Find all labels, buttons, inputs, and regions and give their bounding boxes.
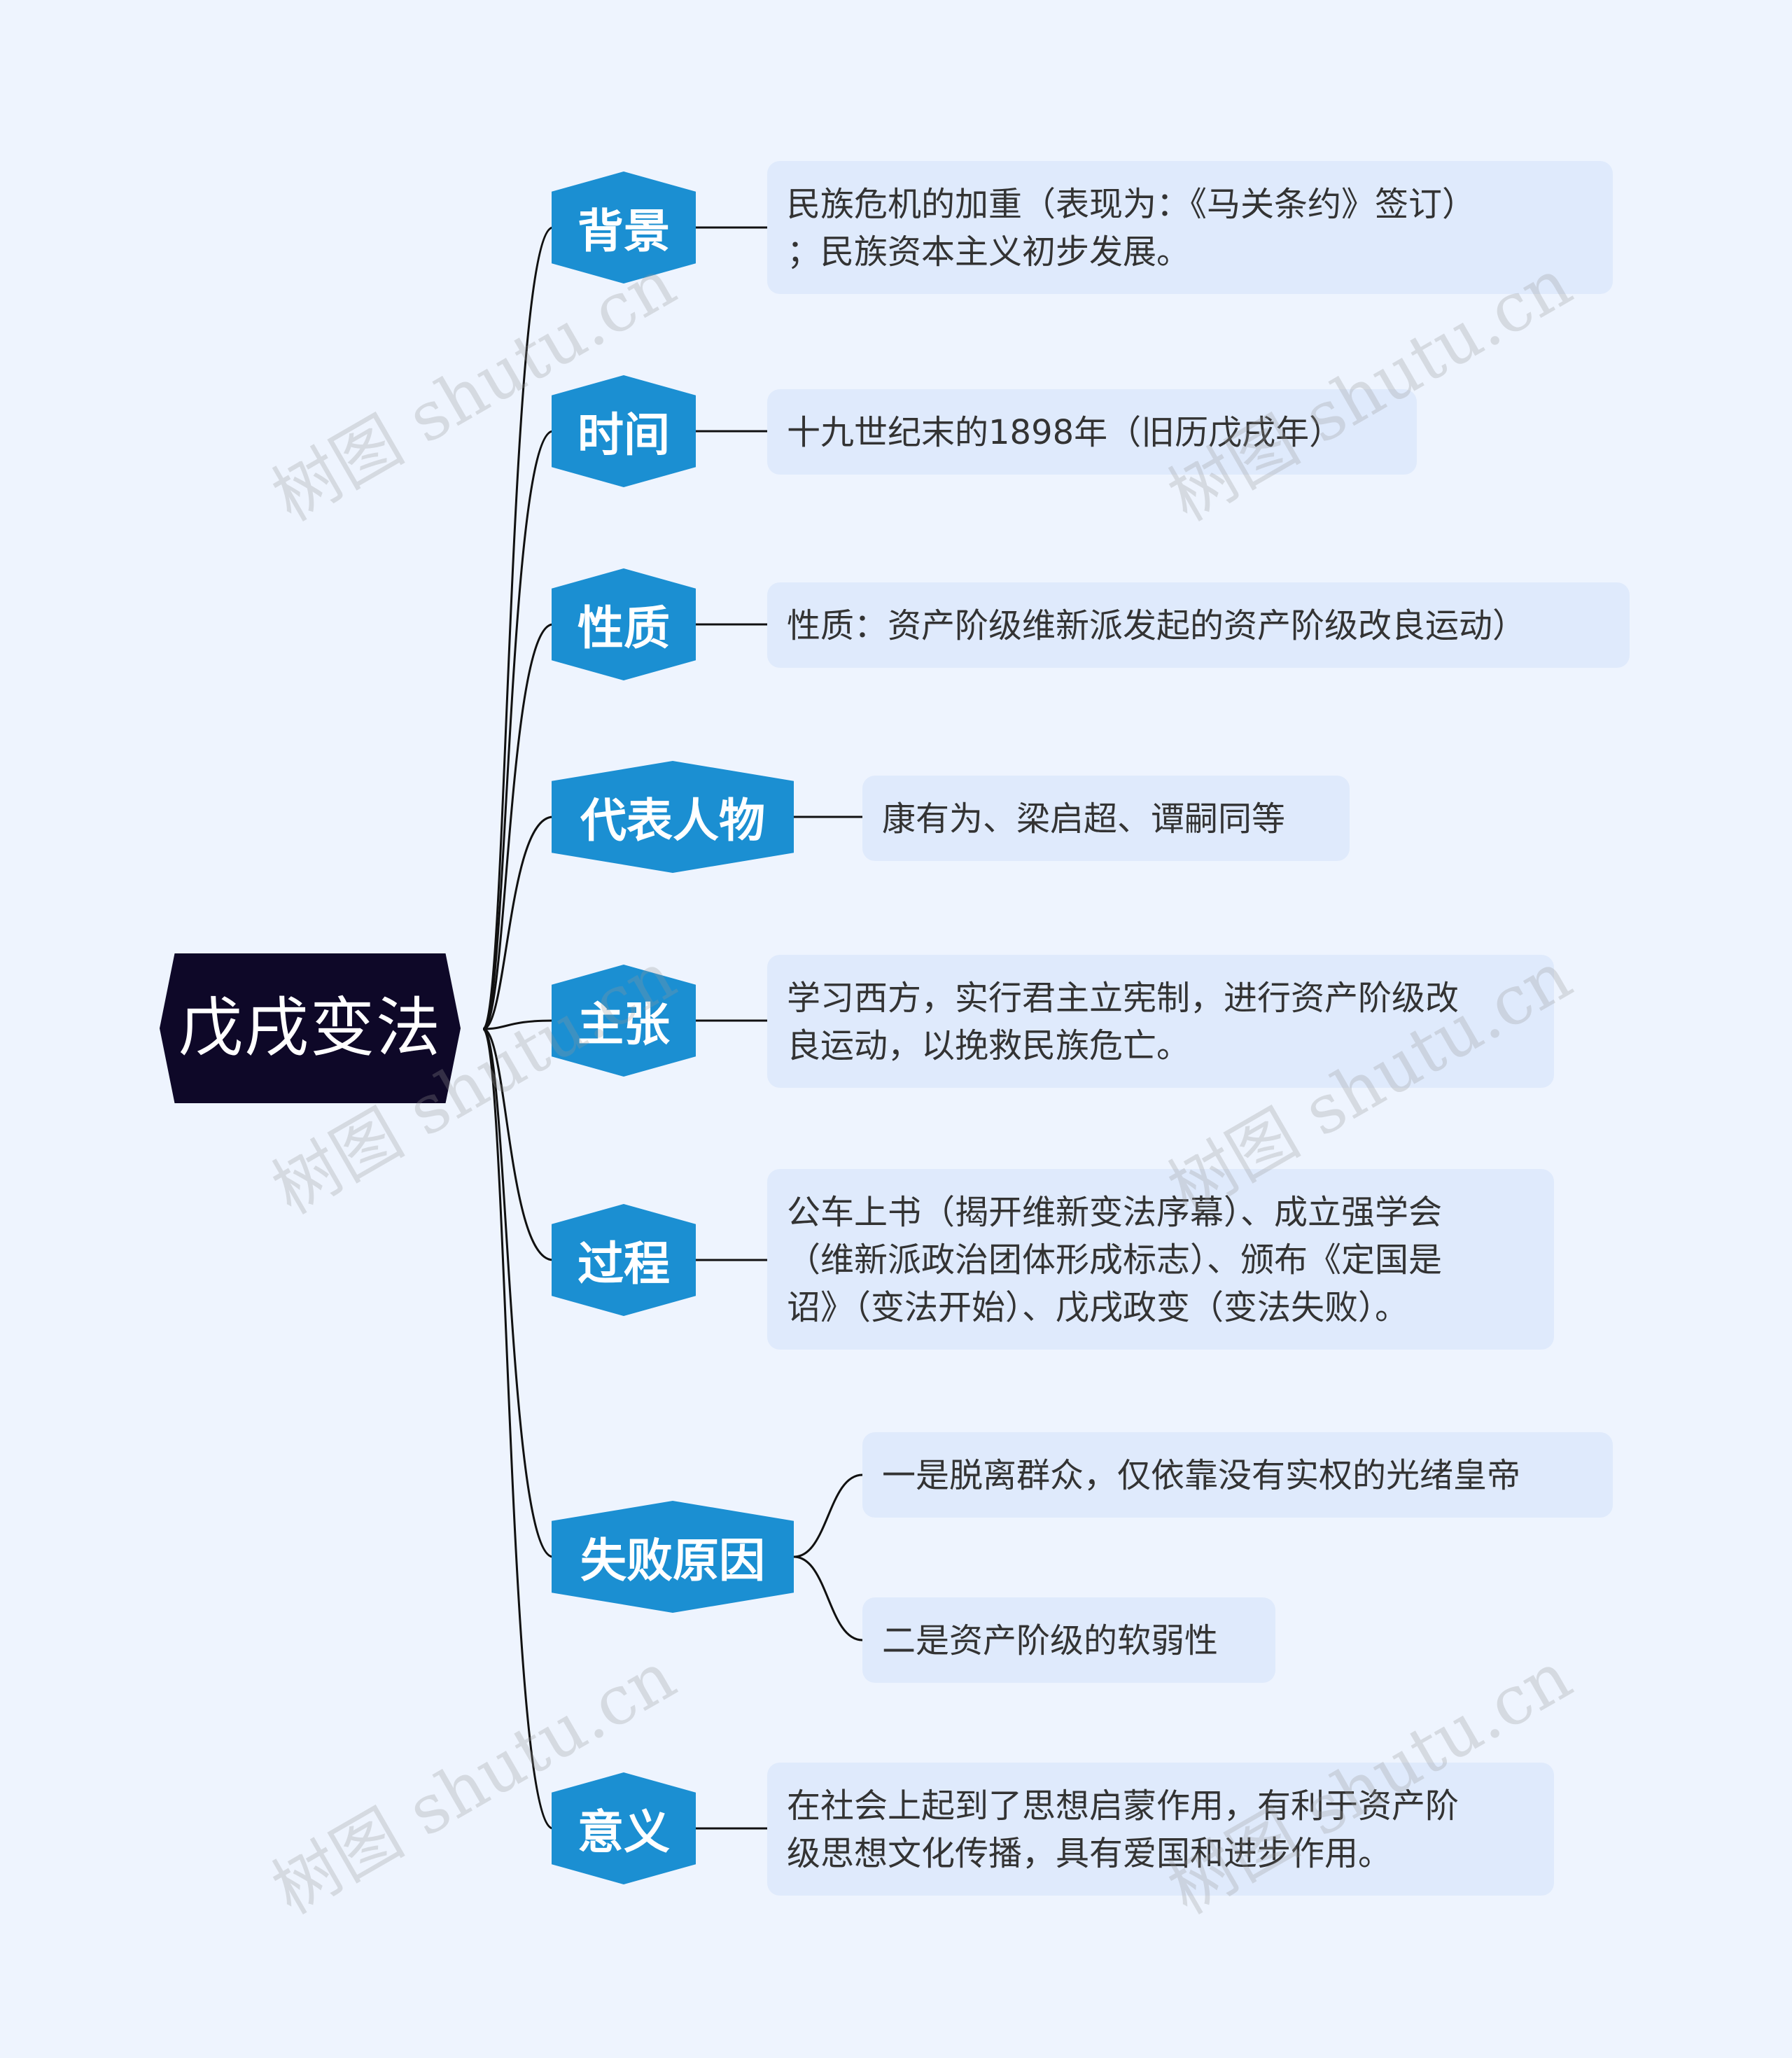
- branch-node-time[interactable]: 时间: [552, 375, 696, 487]
- branch-leaf-connector: [793, 1555, 863, 1642]
- leaf-node[interactable]: 在社会上起到了思想启蒙作用，有利于资产阶 级思想文化传播，具有爱国和进步作用。: [767, 1763, 1554, 1896]
- branch-node-nature[interactable]: 性质: [552, 568, 696, 680]
- branch-node-process[interactable]: 过程: [552, 1204, 696, 1316]
- branch-node-proposition[interactable]: 主张: [552, 965, 696, 1077]
- root-branch-connector: [482, 1028, 554, 1558]
- leaf-node[interactable]: 康有为、梁启超、谭嗣同等: [862, 776, 1350, 861]
- leaf-node[interactable]: 一是脱离群众，仅依靠没有实权的光绪皇帝: [862, 1432, 1613, 1518]
- root-branch-connector: [482, 623, 554, 1030]
- root-branch-connector: [482, 226, 554, 1030]
- root-branch-connector: [482, 1019, 554, 1030]
- root-branch-connector: [482, 1028, 554, 1261]
- leaf-node[interactable]: 十九世纪末的1898年（旧历戊戌年）: [767, 389, 1417, 475]
- root-branch-connector: [482, 816, 554, 1030]
- leaf-node[interactable]: 学习西方，实行君主立宪制，进行资产阶级改 良运动，以挽救民族危亡。: [767, 955, 1554, 1088]
- branch-node-background[interactable]: 背景: [552, 172, 696, 284]
- branch-leaf-connector: [793, 1474, 863, 1558]
- leaf-node[interactable]: 性质：资产阶级维新派发起的资产阶级改良运动）: [767, 582, 1630, 668]
- leaf-node[interactable]: 民族危机的加重（表现为：《马关条约》签订） ；民族资本主义初步发展。: [767, 161, 1613, 294]
- branch-node-representatives[interactable]: 代表人物: [552, 761, 794, 873]
- branch-node-failure-reasons[interactable]: 失败原因: [552, 1501, 794, 1613]
- branch-node-significance[interactable]: 意义: [552, 1772, 696, 1884]
- root-node[interactable]: 戊戌变法: [160, 953, 461, 1103]
- leaf-node[interactable]: 二是资产阶级的软弱性: [862, 1597, 1275, 1683]
- root-branch-connector: [482, 1028, 554, 1830]
- leaf-node[interactable]: 公车上书（揭开维新变法序幕）、成立强学会 （维新派政治团体形成标志）、颁布《定国…: [767, 1169, 1554, 1350]
- root-branch-connector: [482, 430, 554, 1030]
